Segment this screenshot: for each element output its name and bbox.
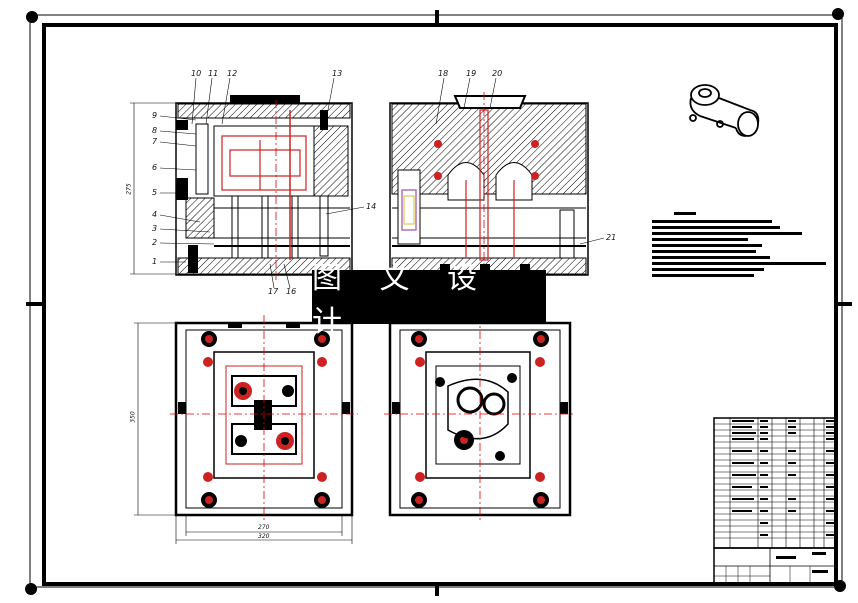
watermark-banner: 图 文 设 计 <box>312 261 546 340</box>
part-label-2: 2 <box>152 238 158 247</box>
part-label-21: 21 <box>606 233 617 242</box>
title-block <box>713 417 837 585</box>
isometric-part-sketch <box>689 84 760 137</box>
dim-plan-height: 350 <box>129 411 137 423</box>
dim-left-height: 275 <box>125 183 133 195</box>
part-label-11: 11 <box>208 69 219 78</box>
part-label-7: 7 <box>152 137 158 146</box>
leader-lines <box>159 77 605 289</box>
dim-outer-width: 320 <box>258 533 270 540</box>
part-label-14: 14 <box>366 202 377 211</box>
part-label-8: 8 <box>152 126 158 135</box>
part-label-13: 13 <box>332 69 343 78</box>
part-label-3: 3 <box>152 224 158 233</box>
part-label-16: 16 <box>286 287 297 296</box>
part-label-5: 5 <box>152 188 158 197</box>
part-label-1: 1 <box>152 257 158 266</box>
part-label-20: 20 <box>492 69 503 78</box>
dimension-lines <box>130 102 353 544</box>
part-label-9: 9 <box>152 111 158 120</box>
dim-inner-width: 270 <box>258 524 270 531</box>
part-label-12: 12 <box>227 69 238 78</box>
right-section-view <box>389 92 589 280</box>
part-label-4: 4 <box>152 210 158 219</box>
part-label-18: 18 <box>438 69 449 78</box>
part-label-17: 17 <box>268 287 279 296</box>
right-plan-view <box>384 315 576 520</box>
left-plan-view <box>170 315 358 520</box>
sheet-frame <box>25 8 852 596</box>
part-label-10: 10 <box>191 69 202 78</box>
technical-notes <box>652 212 826 277</box>
part-label-6: 6 <box>152 163 158 172</box>
part-label-19: 19 <box>466 69 477 78</box>
